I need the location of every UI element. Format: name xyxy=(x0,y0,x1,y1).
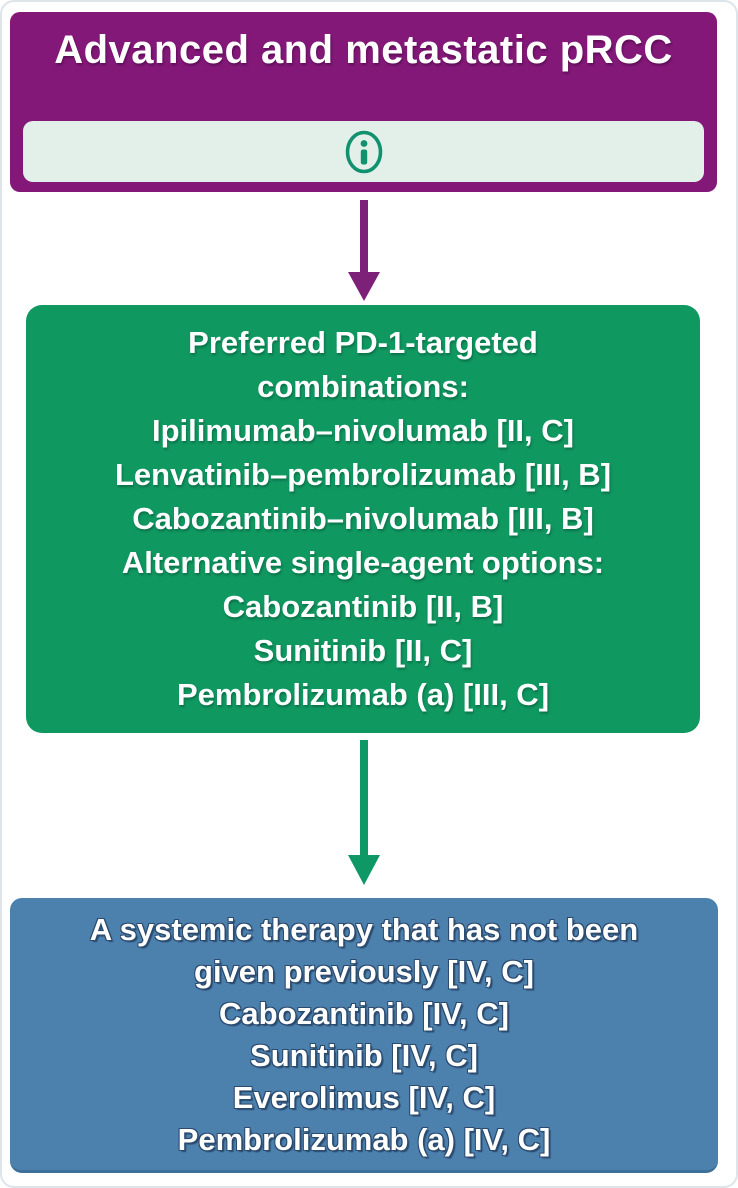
arrow-first-line-to-second-line xyxy=(340,740,388,885)
treatment-option-line: Pembrolizumab (a) [III, C] xyxy=(176,677,550,712)
second-line-treatment-box: A systemic therapy that has not been giv… xyxy=(10,898,718,1173)
treatment-option-line: Cabozantinib [II, B] xyxy=(222,589,504,624)
arrow-head-icon xyxy=(348,272,380,301)
info-bar-button[interactable] xyxy=(23,121,704,182)
text-line: combinations: xyxy=(257,369,469,404)
text-line: Preferred PD-1-targeted xyxy=(188,325,538,360)
text-line: given previously [IV, C] xyxy=(194,954,534,989)
arrow-stem xyxy=(360,740,368,855)
arrow-header-to-first-line xyxy=(340,200,388,301)
text-line: Alternative single-agent options: xyxy=(121,545,605,580)
treatment-option-line: Ipilimumab–nivolumab [II, C] xyxy=(152,413,574,448)
header-box-advanced-metastatic-prcc: Advanced and metastatic pRCC xyxy=(10,12,717,192)
treatment-option-line: Pembrolizumab (a) [IV, C] xyxy=(177,1122,551,1157)
treatment-option-line: Cabozantinib–nivolumab [III, B] xyxy=(132,501,594,536)
treatment-option-line: Sunitinib [II, C] xyxy=(253,633,473,668)
treatment-option-line: Lenvatinib–pembrolizumab [III, B] xyxy=(114,457,612,492)
treatment-option-line: Everolimus [IV, C] xyxy=(232,1080,496,1115)
page-title: Advanced and metastatic pRCC xyxy=(54,28,673,72)
treatment-option-line: Sunitinib [IV, C] xyxy=(250,1038,478,1073)
treatment-option-line: Cabozantinib [IV, C] xyxy=(219,996,509,1031)
arrow-stem xyxy=(360,200,368,272)
text-line: A systemic therapy that has not been xyxy=(89,912,639,947)
info-icon xyxy=(344,129,384,175)
first-line-treatment-box: Preferred PD-1-targeted combinations: Ip… xyxy=(26,305,700,733)
arrow-head-icon xyxy=(348,855,380,885)
